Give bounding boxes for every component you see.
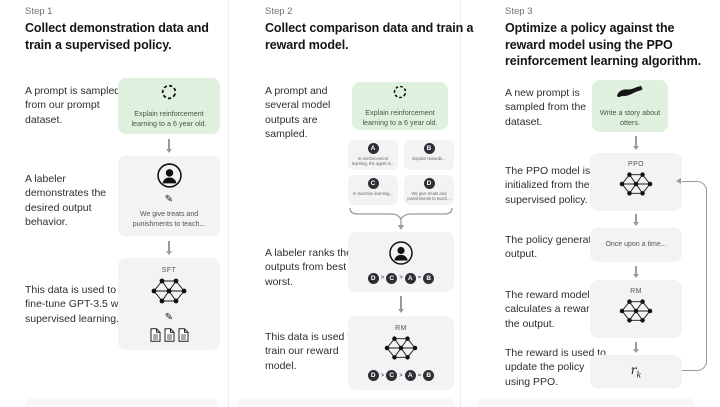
- rank-badge: C: [386, 272, 398, 284]
- output-letter-badge: A: [367, 143, 379, 154]
- output-letter-badge: C: [367, 178, 379, 189]
- step1-title: Collect demonstration data and train a s…: [25, 21, 209, 52]
- step3-reward-value-box: rk: [590, 355, 682, 388]
- prompt-text: Write a story about otters.: [599, 107, 661, 127]
- step3-desc-reward: The reward model calculates a reward for…: [505, 289, 611, 330]
- rank-separator: >: [399, 372, 403, 379]
- model-output-d: D We give treats and punishments to teac…: [404, 175, 454, 205]
- column-divider: [228, 0, 229, 407]
- step3-output-box: Once upon a time...: [590, 228, 682, 262]
- rank-badge: D: [367, 272, 379, 284]
- step3-desc-update: The reward is used to update the policy …: [505, 347, 606, 388]
- step1-label: Step 1: [25, 6, 53, 17]
- output-text: In reinforcement learning, the agent is.…: [351, 155, 395, 166]
- rank-separator: >: [380, 275, 385, 281]
- step1-prompt-box: Explain reinforcement learning to a 6 ye…: [118, 78, 220, 134]
- pen-icon: ✎: [164, 194, 174, 206]
- labeler-person-icon: [156, 163, 182, 193]
- prompt-text: Explain reinforcement learning to a 6 ye…: [131, 108, 207, 128]
- sample-dashed-circle-icon: [393, 85, 407, 104]
- step2-reward-model-box: RM D > C > A = B: [348, 316, 454, 390]
- output-letter-badge: B: [423, 143, 435, 154]
- output-text: We give treats and punishments to teach.…: [407, 190, 451, 201]
- step2-title: Collect comparison data and train a rewa…: [265, 21, 474, 52]
- pen-icon: ✎: [164, 311, 174, 323]
- step1-desc-prompt: A prompt is sampled from our prompt data…: [25, 85, 121, 126]
- next-section-card: [25, 398, 218, 407]
- rank-separator: >: [399, 275, 403, 281]
- step3-title: Optimize a policy against the reward mod…: [505, 21, 702, 68]
- ranking-d-c-a-b: D > C > A = B: [367, 370, 435, 381]
- rank-badge: A: [404, 272, 416, 284]
- labeler-demo-text: We give treats and punishments to teach.…: [132, 211, 206, 228]
- down-arrow: [632, 136, 640, 150]
- model-output-a: A In reinforcement learning, the agent i…: [348, 140, 398, 170]
- column-divider: [460, 0, 461, 407]
- next-section-card: [237, 398, 455, 407]
- output-letter-badge: D: [423, 178, 435, 189]
- step2-label: Step 2: [265, 6, 293, 17]
- step2-desc-prompt: A prompt and several model outputs are s…: [265, 85, 331, 141]
- brace-arrow: [348, 206, 454, 237]
- ppo-update-feedback-loop: [682, 181, 707, 371]
- step3-prompt-box: Write a story about otters.: [592, 80, 668, 132]
- documents-icon: [150, 327, 189, 342]
- otter-icon: [615, 85, 645, 104]
- output-text: Once upon a time...: [605, 241, 667, 249]
- step3-ppo-model-box: PPO: [590, 153, 682, 211]
- step1-sft-model-box: SFT ✎: [118, 258, 220, 350]
- rank-separator: =: [417, 372, 422, 379]
- rank-badge: B: [423, 370, 435, 381]
- model-output-c: C In machine learning...: [348, 175, 398, 205]
- step2-prompt-box: Explain reinforcement learning to a 6 ye…: [352, 82, 448, 130]
- rm-model-name: RM: [395, 325, 407, 332]
- step2-desc-train: This data is used to train our reward mo…: [265, 331, 357, 372]
- rm-model-name: RM: [630, 288, 642, 295]
- neural-network-icon: [384, 334, 418, 367]
- next-section-card: [477, 398, 695, 407]
- rank-badge: D: [367, 370, 379, 381]
- neural-network-icon: [151, 276, 187, 311]
- rank-separator: =: [417, 275, 422, 281]
- step2-desc-rank: A labeler ranks the outputs from best to…: [265, 247, 358, 288]
- labeler-person-icon: [389, 240, 413, 270]
- down-arrow: [165, 241, 173, 255]
- feedback-loop-arrowhead: [676, 178, 681, 184]
- neural-network-icon: [619, 297, 653, 330]
- down-arrow: [397, 296, 405, 313]
- step3-desc-init: The PPO model is initialized from the su…: [505, 165, 591, 206]
- step1-labeler-box: ✎ We give treats and punishments to teac…: [118, 156, 220, 236]
- down-arrow: [165, 139, 173, 153]
- step3-desc-prompt: A new prompt is sampled from the dataset…: [505, 87, 587, 128]
- output-text: Explain rewards...: [412, 155, 446, 161]
- reward-value-symbol: rk: [630, 363, 642, 380]
- step2-labeler-box: D > C > A = B: [348, 232, 454, 292]
- model-output-b: B Explain rewards...: [404, 140, 454, 170]
- rank-separator: >: [380, 372, 385, 379]
- step1-desc-labeler: A labeler demonstrates the desired outpu…: [25, 173, 107, 229]
- down-arrow: [632, 266, 640, 278]
- rank-badge: B: [423, 272, 435, 284]
- rank-badge: C: [386, 370, 398, 381]
- step3-label: Step 3: [505, 6, 533, 17]
- down-arrow: [632, 214, 640, 226]
- sft-model-name: SFT: [161, 266, 177, 274]
- rank-badge: A: [404, 370, 416, 381]
- step3-reward-model-box: RM: [590, 280, 682, 338]
- output-text: In machine learning...: [352, 190, 394, 196]
- ranking-d-c-a-b: D > C > A = B: [367, 272, 435, 284]
- ppo-model-name: PPO: [628, 161, 644, 168]
- sample-dashed-circle-icon: [161, 84, 177, 105]
- step3-desc-output: The policy generates an output.: [505, 234, 618, 261]
- down-arrow: [632, 342, 640, 353]
- prompt-text: Explain reinforcement learning to a 6 ye…: [362, 107, 438, 127]
- neural-network-icon: [619, 170, 653, 203]
- step1-desc-finetune: This data is used to fine-tune GPT-3.5 w…: [25, 284, 130, 325]
